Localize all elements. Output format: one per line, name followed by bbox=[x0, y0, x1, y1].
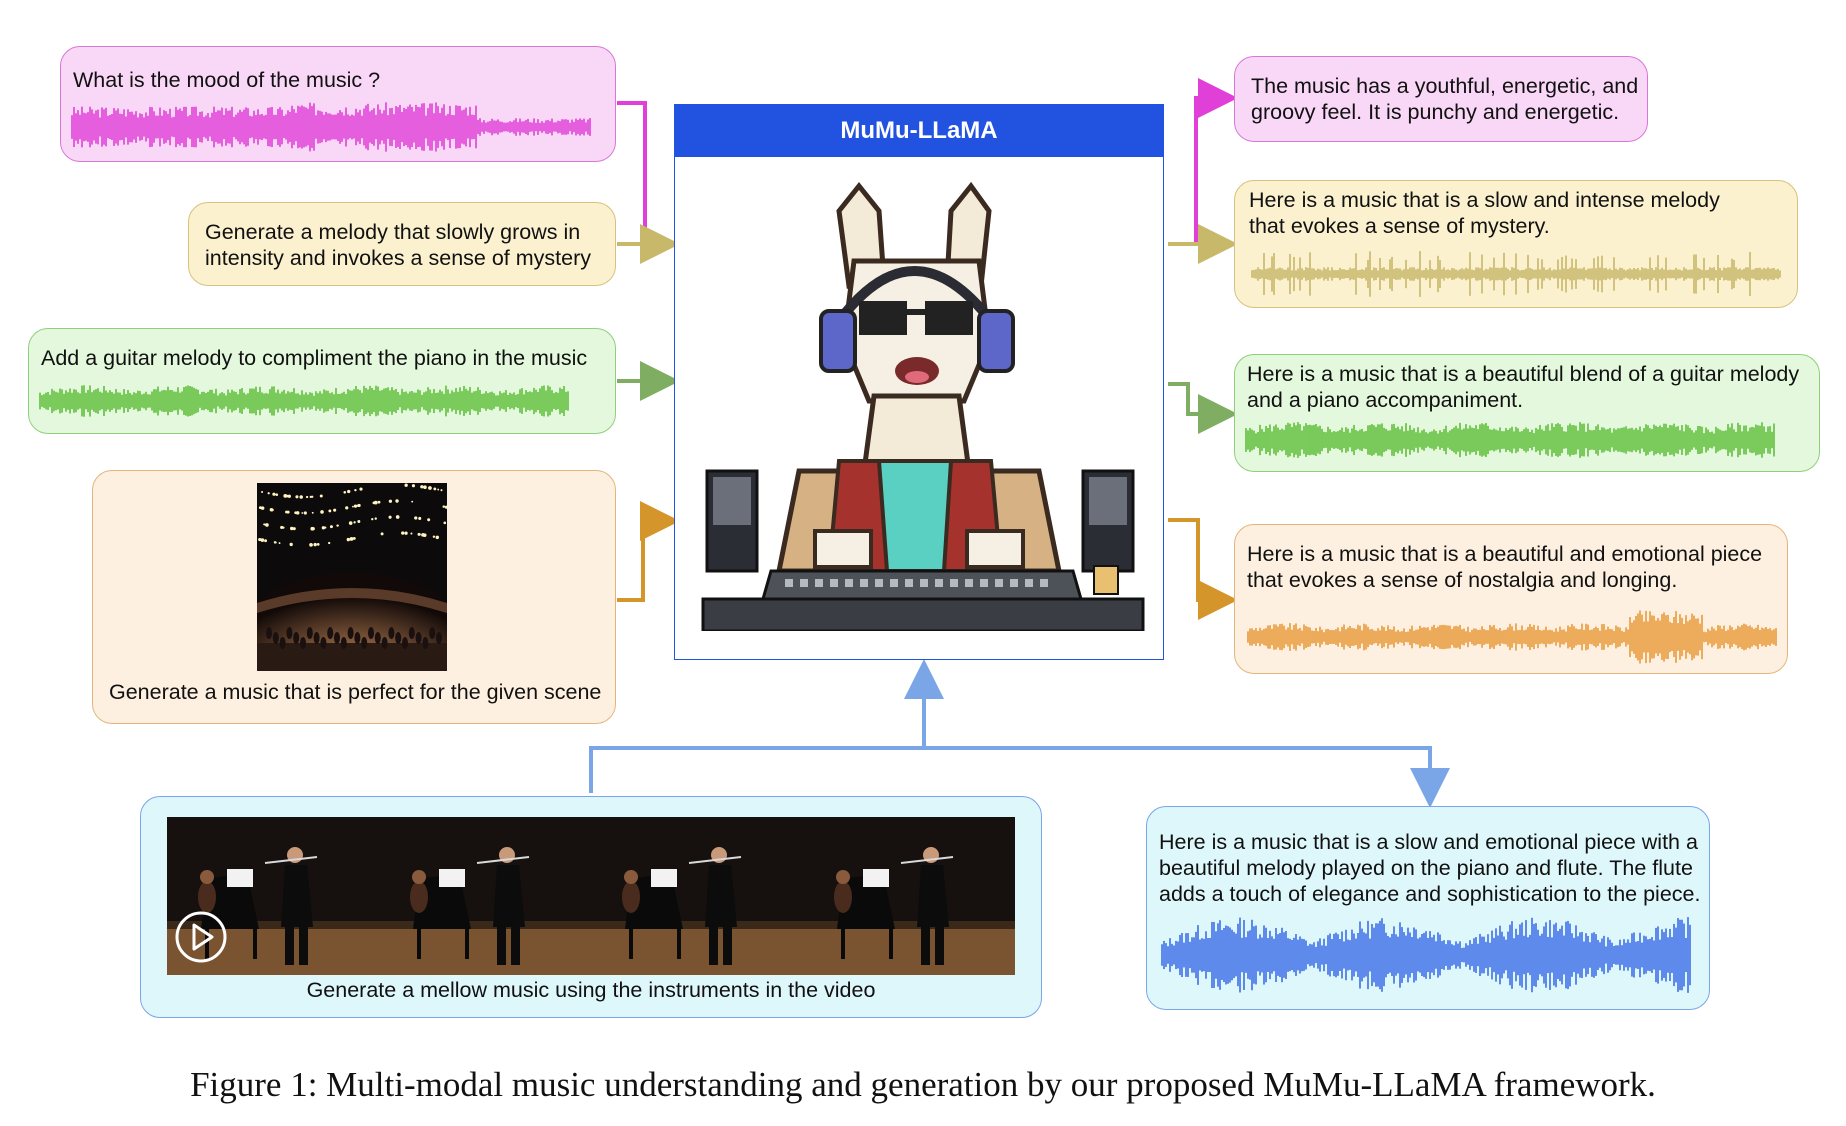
input-scene-text: Generate a music that is perfect for the… bbox=[109, 680, 602, 704]
output-box-video: Here is a music that is a slow and emoti… bbox=[1146, 806, 1710, 1010]
arrow-guitar-out bbox=[1168, 382, 1238, 434]
llama-dj-illustration bbox=[701, 181, 1145, 631]
arrow-scene-in bbox=[617, 501, 680, 602]
video-frame bbox=[803, 817, 1015, 975]
arrow-mood-out bbox=[1168, 78, 1238, 246]
output-melody-text: Here is a music that is a slow and inten… bbox=[1249, 188, 1720, 238]
audio-waveform bbox=[1247, 610, 1777, 664]
output-box-melody: Here is a music that is a slow and inten… bbox=[1234, 180, 1798, 308]
input-guitar-text: Add a guitar melody to compliment the pi… bbox=[41, 346, 588, 370]
video-frame bbox=[591, 817, 803, 975]
mumu-llama-panel: MuMu-LLaMA bbox=[674, 104, 1164, 660]
arrow-video-out bbox=[924, 746, 1450, 808]
video-frame bbox=[167, 817, 379, 975]
output-scene-text: Here is a music that is a beautiful and … bbox=[1247, 542, 1763, 592]
input-box-video: Generate a mellow music using the instru… bbox=[140, 796, 1042, 1018]
output-video-text: Here is a music that is a slow and emoti… bbox=[1159, 830, 1701, 906]
input-melody-text: Generate a melody that slowly grows in i… bbox=[205, 220, 591, 270]
arrow-mood-in bbox=[617, 101, 647, 241]
input-box-melody: Generate a melody that slowly grows in i… bbox=[188, 202, 616, 286]
audio-waveform bbox=[1161, 917, 1691, 993]
play-icon[interactable] bbox=[173, 909, 229, 965]
output-box-guitar: Here is a music that is a beautiful blen… bbox=[1234, 354, 1820, 472]
video-frame bbox=[379, 817, 591, 975]
concert-hall-photo bbox=[257, 483, 447, 671]
audio-waveform bbox=[1245, 422, 1775, 458]
flute-piano-video-frames bbox=[167, 817, 1015, 975]
input-box-guitar: Add a guitar melody to compliment the pi… bbox=[28, 328, 616, 434]
arrow-video-in bbox=[589, 659, 944, 793]
input-mood-text: What is the mood of the music ? bbox=[73, 68, 381, 92]
audio-waveform bbox=[71, 102, 591, 152]
audio-waveform bbox=[1251, 251, 1781, 297]
output-box-mood: The music has a youthful, energetic, and… bbox=[1234, 56, 1648, 142]
input-box-mood: What is the mood of the music ? bbox=[60, 46, 616, 162]
arrow-scene-out bbox=[1168, 518, 1238, 620]
input-video-text: Generate a mellow music using the instru… bbox=[306, 978, 876, 1002]
input-box-scene: Generate a music that is perfect for the… bbox=[92, 470, 616, 724]
output-box-scene: Here is a music that is a beautiful and … bbox=[1234, 524, 1788, 674]
model-title: MuMu-LLaMA bbox=[675, 105, 1163, 157]
audio-waveform bbox=[39, 385, 569, 417]
output-mood-text: The music has a youthful, energetic, and… bbox=[1251, 74, 1639, 124]
figure-caption: Figure 1: Multi-modal music understandin… bbox=[190, 1065, 1656, 1104]
output-guitar-text: Here is a music that is a beautiful blen… bbox=[1247, 362, 1800, 412]
